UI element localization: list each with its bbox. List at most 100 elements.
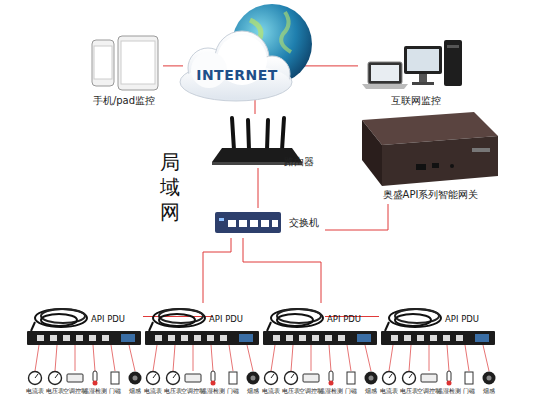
- sensor-label: 电流表: [20, 388, 50, 395]
- device-label: API PDU: [91, 314, 143, 324]
- aircon-icon: [303, 374, 319, 382]
- power-cord: [159, 314, 195, 326]
- sensor-wire: [93, 345, 95, 371]
- power-cord: [385, 322, 389, 331]
- thermometer-icon: [211, 371, 215, 382]
- power-cord: [153, 309, 205, 327]
- router-icon: [248, 120, 249, 150]
- door-sensor-icon: [347, 372, 355, 384]
- sensor-wire: [271, 345, 275, 371]
- pdu-node: API PDU: [25, 303, 143, 347]
- switch-icon: [215, 212, 281, 233]
- sensor-wire: [365, 345, 371, 371]
- computer-icon: [444, 40, 462, 86]
- pdu-socket: [194, 335, 201, 341]
- smoke-sensor-icon: [365, 372, 378, 385]
- sensor-wire: [247, 345, 253, 371]
- meter-needle: [271, 374, 274, 378]
- pdu-socket: [286, 335, 293, 341]
- meter-icon: [29, 372, 42, 385]
- sensor-wire: [153, 345, 157, 371]
- sensor-label: 门磁: [336, 388, 366, 395]
- smoke-sensor-icon: [483, 372, 496, 385]
- device-label: API PDU: [209, 314, 261, 324]
- power-cord: [31, 322, 35, 331]
- phone-tablet-icon: [118, 36, 158, 90]
- sensor-wire: [291, 345, 293, 371]
- cloud-shape: [180, 31, 292, 101]
- power-cord: [41, 314, 77, 326]
- smoke-sensor-center: [369, 376, 374, 381]
- switch-icon: [272, 220, 278, 227]
- phone-tablet-icon: [94, 46, 112, 79]
- power-cord: [389, 309, 441, 327]
- sensor-wire: [409, 345, 411, 371]
- gateway-box: [362, 120, 382, 186]
- pdu-socket: [89, 335, 96, 341]
- pdu-socket: [273, 335, 280, 341]
- network-cable: [203, 238, 231, 303]
- device-label: 手机/pad监控: [85, 95, 163, 107]
- sensor-wire: [311, 345, 312, 371]
- meter-icon: [403, 372, 416, 385]
- thermometer-icon: [447, 371, 451, 382]
- pdu-socket: [63, 335, 70, 341]
- computer-icon: [362, 84, 408, 89]
- pdu-socket: [220, 335, 227, 341]
- meter-icon: [265, 372, 278, 385]
- pdu-socket: [299, 335, 306, 341]
- switch-icon: [261, 220, 269, 227]
- pdu-node: API PDU: [143, 303, 261, 347]
- pdu-socket: [391, 335, 398, 341]
- router-icon: [232, 118, 234, 150]
- computer-icon: [447, 45, 459, 48]
- meter-icon: [285, 372, 298, 385]
- switch-icon: [239, 220, 247, 227]
- computer-icon: [407, 49, 439, 71]
- sensor-wire: [75, 345, 76, 371]
- pdu-node: API PDU: [261, 303, 379, 347]
- sensor-wire: [329, 345, 331, 371]
- pdu-display: [121, 334, 135, 342]
- meter-needle: [409, 374, 412, 378]
- network-cable: [325, 204, 388, 230]
- computer-icon: [371, 65, 399, 81]
- smoke-sensor-icon: [247, 372, 260, 385]
- pdu-display: [475, 334, 489, 342]
- sensor-label: 烟感: [474, 388, 504, 395]
- meter-icon: [49, 372, 62, 385]
- sensor-wire: [35, 345, 39, 371]
- thermometer-icon: [329, 371, 333, 382]
- pdu-socket: [168, 335, 175, 341]
- device-label: 互联网监控: [358, 95, 473, 107]
- door-sensor-icon: [465, 372, 473, 384]
- thermometer-icon: [93, 371, 97, 382]
- pdu-socket: [50, 335, 57, 341]
- switch-icon: [250, 220, 258, 227]
- smoke-sensor-center: [251, 376, 256, 381]
- sensor-wire: [111, 345, 115, 371]
- sensor-label: 电流表: [256, 388, 286, 395]
- computer-node: 互联网监控: [358, 32, 473, 108]
- sensor-label: 温湿检测: [198, 388, 228, 395]
- device-label: API PDU: [445, 314, 497, 324]
- pdu-socket: [102, 335, 109, 341]
- phone-tablet-icon: [121, 41, 155, 84]
- pdu-socket: [417, 335, 424, 341]
- device-label: 路由器: [284, 156, 324, 168]
- pdu-display: [239, 334, 253, 342]
- aircon-icon: [67, 374, 83, 382]
- sensor-wire: [129, 345, 135, 371]
- power-cord: [149, 322, 153, 331]
- sensor-wire: [447, 345, 449, 371]
- switch-icon: [215, 212, 281, 233]
- thermometer-bulb: [93, 381, 98, 386]
- meter-needle: [389, 374, 392, 378]
- phone-tablet-icon: [92, 36, 158, 90]
- thermometer-bulb: [211, 381, 216, 386]
- meter-icon: [167, 372, 180, 385]
- gateway-node: 奥盛API系列智能网关: [358, 110, 503, 204]
- computer-icon: [368, 62, 402, 84]
- sensor-label: 温湿检测: [316, 388, 346, 395]
